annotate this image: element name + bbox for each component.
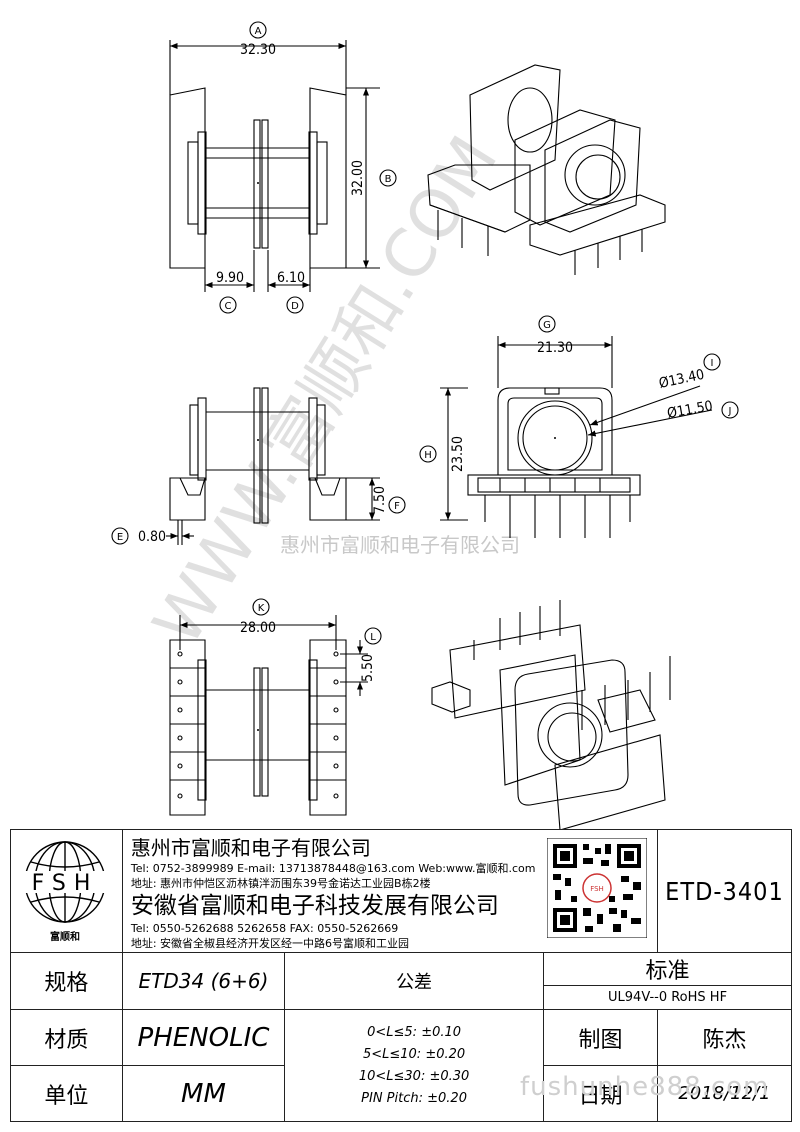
dim-h: 23.50 [450, 436, 466, 472]
company1-contact: Tel: 0752-3899989 E-mail: 13713878448@16… [130, 862, 536, 875]
company1-name: 惠州市富顺和电子有限公司 [130, 836, 371, 860]
material-value: PHENOLIC [121, 1009, 286, 1066]
company-info: 惠州市富顺和电子有限公司 Tel: 0752-3899989 E-mail: 1… [121, 829, 658, 953]
globe-logo-icon: FSH 富顺和 [19, 841, 111, 943]
dim-j: Ø11.50 [666, 398, 714, 422]
drawn-value: 陈杰 [656, 1009, 793, 1066]
diagonal-watermark: WWW.富顺和.COM [138, 123, 512, 658]
tolerance-item: PIN Pitch: ±0.20 [361, 1090, 467, 1106]
tolerance-item: 5<L≤10: ±0.20 [362, 1046, 466, 1062]
dim-i: Ø13.40 [658, 367, 706, 392]
dim-e: 0.80 [138, 529, 166, 545]
label-b: B [385, 174, 392, 185]
dim-g: 21.30 [537, 340, 573, 356]
label-c: C [225, 301, 232, 312]
technical-drawing: WWW.富顺和.COM 惠州市富顺和电子有限公司 [111, 21, 739, 829]
label-f: F [394, 501, 400, 512]
unit-label: 单位 [10, 1065, 123, 1122]
label-d: D [291, 301, 299, 312]
spec-value: ETD34 (6+6) [121, 952, 286, 1010]
unit-value: MM [121, 1065, 286, 1122]
logo-name: 富顺和 [50, 930, 80, 943]
company2-name: 安徽省富顺和电子科技发展有限公司 [130, 893, 499, 919]
standard-label: 标准 [543, 952, 792, 986]
label-a: A [255, 26, 262, 37]
label-l: L [370, 632, 376, 643]
tolerance-item: 10<L≤30: ±0.30 [358, 1068, 470, 1084]
dim-k: 28.00 [240, 620, 276, 636]
isometric-view-bottom [431, 600, 671, 829]
drawn-label: 制图 [543, 1009, 658, 1066]
dim-f: 7.50 [372, 486, 388, 514]
date-label: 日期 [543, 1065, 658, 1122]
front-view [467, 387, 641, 538]
label-k: K [258, 603, 265, 614]
dim-l: 5.50 [360, 654, 376, 682]
dim-c: 9.90 [216, 270, 244, 286]
center-watermark: 惠州市富顺和电子有限公司 [280, 533, 520, 557]
bottom-view [169, 639, 347, 816]
tolerance-label: 公差 [284, 952, 545, 1010]
dim-b: 32.00 [350, 160, 366, 196]
label-h: H [424, 450, 432, 461]
standard-value: UL94V--0 RoHS HF [543, 985, 792, 1010]
isometric-view-top [427, 64, 666, 275]
company1-address: 地址: 惠州市仲恺区沥林镇泮沥围东39号金诺达工业园B栋2楼 [130, 877, 431, 890]
date-value: 2018/12/1 [656, 1065, 793, 1122]
logo-letters: FSH [32, 871, 99, 896]
label-i: I [711, 358, 714, 369]
company2-contact: Tel: 0550-5262688 5262658 FAX: 0550-5262… [130, 922, 399, 935]
qr-logo-text: FSH [590, 885, 604, 893]
logo-cell: FSH 富顺和 [10, 829, 123, 953]
spec-label: 规格 [10, 952, 123, 1010]
label-e: E [117, 532, 123, 543]
company2-address: 地址: 安徽省全椒县经济开发区经一中路6号富顺和工业园 [130, 937, 410, 950]
part-number-cell: ETD-3401 [656, 829, 793, 953]
label-g: G [543, 320, 551, 331]
top-view [169, 87, 347, 269]
side-view [169, 387, 347, 545]
label-j: J [728, 406, 732, 417]
tolerance-item: 0<L≤5: ±0.10 [367, 1024, 462, 1040]
qr-code-icon: FSH [546, 838, 647, 938]
tolerance-list: 0<L≤5: ±0.10 5<L≤10: ±0.20 10<L≤30: ±0.3… [284, 1009, 545, 1122]
material-label: 材质 [10, 1009, 123, 1066]
part-number: ETD-3401 [665, 876, 784, 906]
title-block: FSH 富顺和 惠州市富顺和电子有限公司 Tel: 0752-3899989 E… [10, 829, 793, 1122]
dim-d: 6.10 [277, 270, 305, 286]
dim-a: 32.30 [240, 42, 276, 58]
